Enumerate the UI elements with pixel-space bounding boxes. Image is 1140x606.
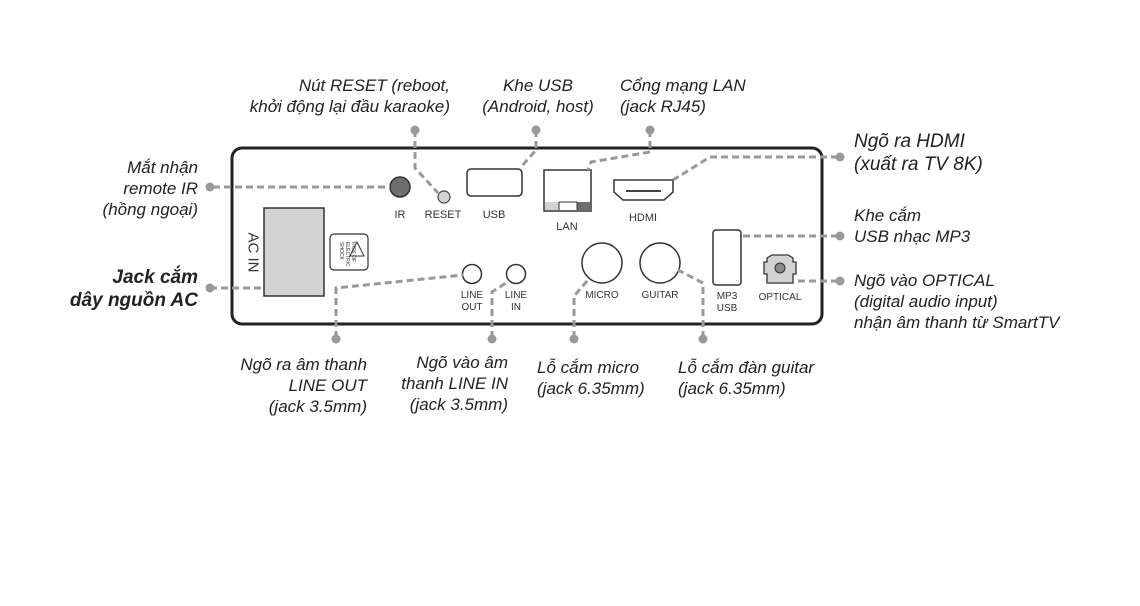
callout-ir: Mắt nhận remote IR (hồng ngoại) — [60, 157, 198, 220]
hdmi-label: HDMI — [628, 212, 658, 224]
shock-warning-label — [329, 233, 369, 271]
callout-micro: Lỗ cắm micro (jack 6.35mm) — [537, 357, 645, 399]
warning-line: RISK OF — [350, 242, 356, 263]
callout-line: (jack 6.35mm) — [678, 379, 786, 398]
callout-line: (xuất ra TV 8K) — [854, 154, 983, 175]
ir-label: IR — [394, 209, 406, 221]
leader-dots — [205, 125, 845, 344]
callout-line: (digital audio input) — [854, 292, 998, 311]
callout-line: Nút RESET (reboot, — [298, 76, 450, 95]
callout-line: khởi động lại đầu karaoke) — [249, 97, 450, 116]
ir-sensor — [389, 176, 411, 198]
ac-in-socket — [263, 207, 325, 297]
callout-ac: Jack cắm dây nguồn AC — [40, 266, 198, 312]
lan-port — [543, 169, 592, 212]
callout-line: Mắt nhận — [127, 158, 198, 177]
micro-label: MICRO — [585, 290, 619, 301]
callout-line: (hồng ngoại) — [102, 200, 198, 219]
line-out-label-line: OUT — [461, 302, 483, 313]
callout-line: Ngõ ra HDMI — [854, 131, 965, 152]
leader-reset — [413, 130, 440, 195]
leader-usb — [518, 130, 538, 169]
callout-line: (jack RJ45) — [620, 97, 706, 116]
lan-label: LAN — [556, 221, 578, 233]
mp3-usb-label-line: USB — [716, 303, 738, 314]
callout-line: Khe cắm — [854, 206, 922, 225]
leader-micro — [572, 279, 590, 338]
callout-line: Lỗ cắm đàn guitar — [678, 358, 815, 377]
callout-line: remote IR — [123, 179, 198, 198]
mp3-usb-label-line: MP3 — [716, 291, 738, 302]
callout-line-out: Ngõ ra âm thanh LINE OUT (jack 3.5mm) — [200, 354, 367, 417]
callout-hdmi: Ngõ ra HDMI (xuất ra TV 8K) — [854, 130, 983, 176]
leader-line-out — [334, 273, 464, 338]
micro-jack — [581, 242, 623, 284]
callout-line-in: Ngõ vào âm thanh LINE IN (jack 3.5mm) — [380, 352, 508, 415]
callout-optical: Ngõ vào OPTICAL (digital audio input) nh… — [854, 270, 1059, 333]
callout-line: dây nguồn AC — [69, 290, 198, 311]
line-out-jack — [461, 263, 483, 285]
callout-line: (jack 3.5mm) — [409, 395, 508, 414]
callout-guitar: Lỗ cắm đàn guitar (jack 6.35mm) — [678, 357, 814, 399]
line-in-label-line: LINE — [504, 290, 528, 301]
callout-line: Khe USB — [503, 76, 573, 95]
optical-port — [763, 254, 797, 284]
mp3-usb-port — [712, 229, 742, 286]
mp3-usb-label: MP3 USB — [710, 291, 744, 315]
callout-line: Lỗ cắm micro — [537, 358, 640, 377]
guitar-jack — [639, 242, 681, 284]
callout-line: thanh LINE IN — [401, 374, 508, 393]
warning-line: ELECTRIC — [344, 242, 350, 267]
hdmi-port — [613, 179, 674, 201]
leader-line-in — [490, 279, 510, 338]
guitar-label: GUITAR — [641, 290, 679, 301]
callout-line: (Android, host) — [482, 97, 594, 116]
callout-line: USB nhạc MP3 — [854, 227, 971, 246]
leader-lan — [586, 130, 652, 171]
callout-line: nhận âm thanh từ SmartTV — [854, 313, 1060, 332]
line-out-label-line: LINE — [460, 290, 484, 301]
callout-line: Ngõ vào âm — [416, 353, 508, 372]
leader-guitar — [677, 268, 705, 338]
line-in-label: LINE IN — [499, 290, 533, 314]
leader-lines — [210, 130, 838, 338]
line-in-jack — [505, 263, 527, 285]
warning-line: SHOCK — [338, 242, 344, 260]
usb-label: USB — [482, 209, 506, 221]
callout-reset: Nút RESET (reboot, khởi động lại đầu kar… — [226, 75, 450, 117]
leader-hdmi — [672, 155, 838, 182]
ac-in-label: AC IN — [244, 232, 262, 273]
callout-mp3-usb: Khe cắm USB nhạc MP3 — [854, 205, 970, 247]
line-out-label: LINE OUT — [455, 290, 489, 314]
warning-triangle-icon — [349, 240, 365, 257]
callout-line: Jack cắm — [112, 267, 198, 288]
callout-line: Ngõ ra âm thanh — [240, 355, 367, 374]
reset-label: RESET — [424, 209, 462, 221]
callout-line: (jack 3.5mm) — [268, 397, 367, 416]
line-in-label-line: IN — [511, 302, 521, 313]
optical-label: OPTICAL — [758, 292, 802, 303]
callout-line: Cổng mạng LAN — [620, 76, 746, 95]
callout-line: LINE OUT — [288, 376, 367, 395]
callout-line: (jack 6.35mm) — [537, 379, 645, 398]
callout-line: Ngõ vào OPTICAL — [854, 271, 995, 290]
callout-usb: Khe USB (Android, host) — [473, 75, 603, 117]
usb-port — [466, 168, 523, 197]
reset-button[interactable] — [437, 190, 451, 204]
callout-lan: Cổng mạng LAN (jack RJ45) — [620, 75, 746, 117]
warning-text: RISK OF ELECTRIC SHOCK — [338, 242, 356, 267]
